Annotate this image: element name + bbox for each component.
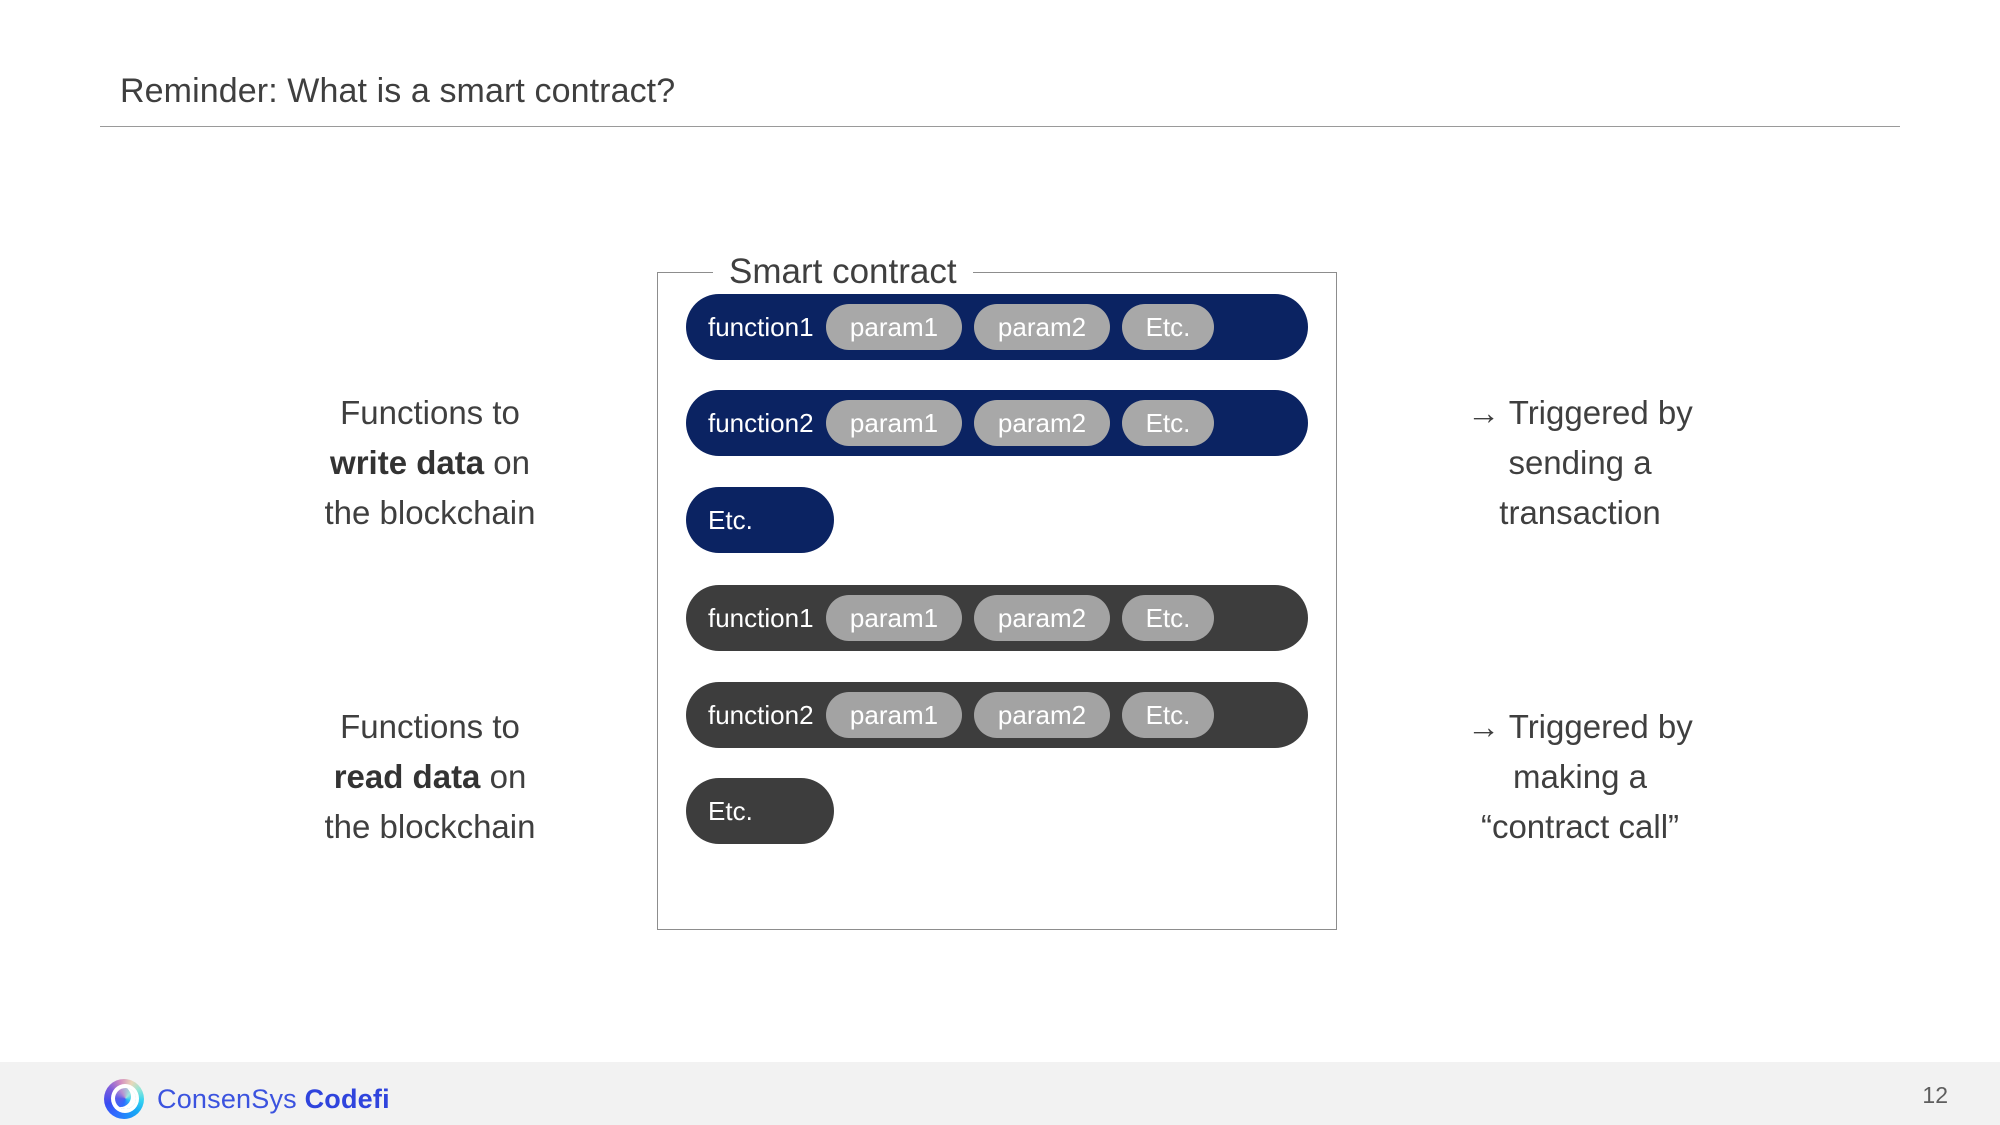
arrow-right-icon: → bbox=[1467, 394, 1501, 431]
param-pill: Etc. bbox=[1122, 304, 1214, 350]
param-pill: Etc. bbox=[1122, 595, 1214, 641]
table-row[interactable]: function1 param1 param2 Etc. bbox=[686, 294, 1308, 360]
table-row[interactable]: function2 param1 param2 Etc. bbox=[686, 682, 1308, 748]
page-title: Reminder: What is a smart contract? bbox=[120, 72, 676, 110]
param-pill: Etc. bbox=[1122, 400, 1214, 446]
function-name: function1 bbox=[708, 311, 814, 342]
table-row[interactable]: Etc. bbox=[686, 778, 834, 844]
note-tx-line3: transaction bbox=[1499, 494, 1661, 531]
function-name: function2 bbox=[708, 699, 814, 730]
note-read-line2-tail: on bbox=[480, 758, 527, 795]
note-tx-line1: Triggered by bbox=[1500, 394, 1693, 431]
param-pill: param2 bbox=[974, 304, 1110, 350]
brand-secondary: Codefi bbox=[304, 1083, 390, 1114]
brand-name: ConsenSys Codefi bbox=[157, 1084, 390, 1115]
note-trigger-contract-call: → Triggered by making a “contract call” bbox=[1400, 702, 1760, 852]
note-read-line1: Functions to bbox=[340, 708, 520, 745]
note-call-line1: Triggered by bbox=[1500, 708, 1693, 745]
smart-contract-frame: Smart contract function1 param1 param2 E… bbox=[657, 247, 1337, 930]
consensys-circle-logo-icon bbox=[104, 1079, 144, 1119]
table-row[interactable]: Etc. bbox=[686, 487, 834, 553]
param-pill: param1 bbox=[826, 304, 962, 350]
param-pill: param1 bbox=[826, 400, 962, 446]
note-write-line3: the blockchain bbox=[324, 494, 536, 531]
param-pill: param1 bbox=[826, 595, 962, 641]
note-trigger-transaction: → Triggered by sending a transaction bbox=[1400, 388, 1760, 538]
arrow-right-icon: → bbox=[1467, 708, 1501, 745]
param-pill: Etc. bbox=[1122, 692, 1214, 738]
function-name: function2 bbox=[708, 407, 814, 438]
function-name: Etc. bbox=[708, 504, 753, 535]
note-read-data: Functions to read data on the blockchain bbox=[240, 702, 620, 852]
param-pill: param2 bbox=[974, 595, 1110, 641]
note-write-data: Functions to write data on the blockchai… bbox=[240, 388, 620, 538]
note-call-line2: making a bbox=[1513, 758, 1647, 795]
note-write-line1: Functions to bbox=[340, 394, 520, 431]
smart-contract-legend: Smart contract bbox=[713, 247, 973, 297]
param-pill: param2 bbox=[974, 692, 1110, 738]
note-read-line3: the blockchain bbox=[324, 808, 536, 845]
note-tx-line2: sending a bbox=[1508, 444, 1652, 481]
brand-primary: ConsenSys bbox=[157, 1083, 305, 1114]
table-row[interactable]: function1 param1 param2 Etc. bbox=[686, 585, 1308, 651]
frame-border bbox=[657, 272, 1337, 930]
note-call-line3: “contract call” bbox=[1480, 808, 1680, 845]
note-write-line2-tail: on bbox=[484, 444, 530, 481]
page-number: 12 bbox=[1922, 1082, 1948, 1108]
function-name: Etc. bbox=[708, 795, 753, 826]
footer-bar bbox=[0, 1062, 2000, 1125]
brand-lockup: ConsenSys Codefi bbox=[104, 1079, 390, 1119]
function-name: function1 bbox=[708, 602, 814, 633]
table-row[interactable]: function2 param1 param2 Etc. bbox=[686, 390, 1308, 456]
title-divider bbox=[100, 126, 1900, 127]
note-write-emphasis: write data bbox=[330, 444, 485, 481]
note-read-emphasis: read data bbox=[333, 758, 481, 795]
param-pill: param1 bbox=[826, 692, 962, 738]
param-pill: param2 bbox=[974, 400, 1110, 446]
